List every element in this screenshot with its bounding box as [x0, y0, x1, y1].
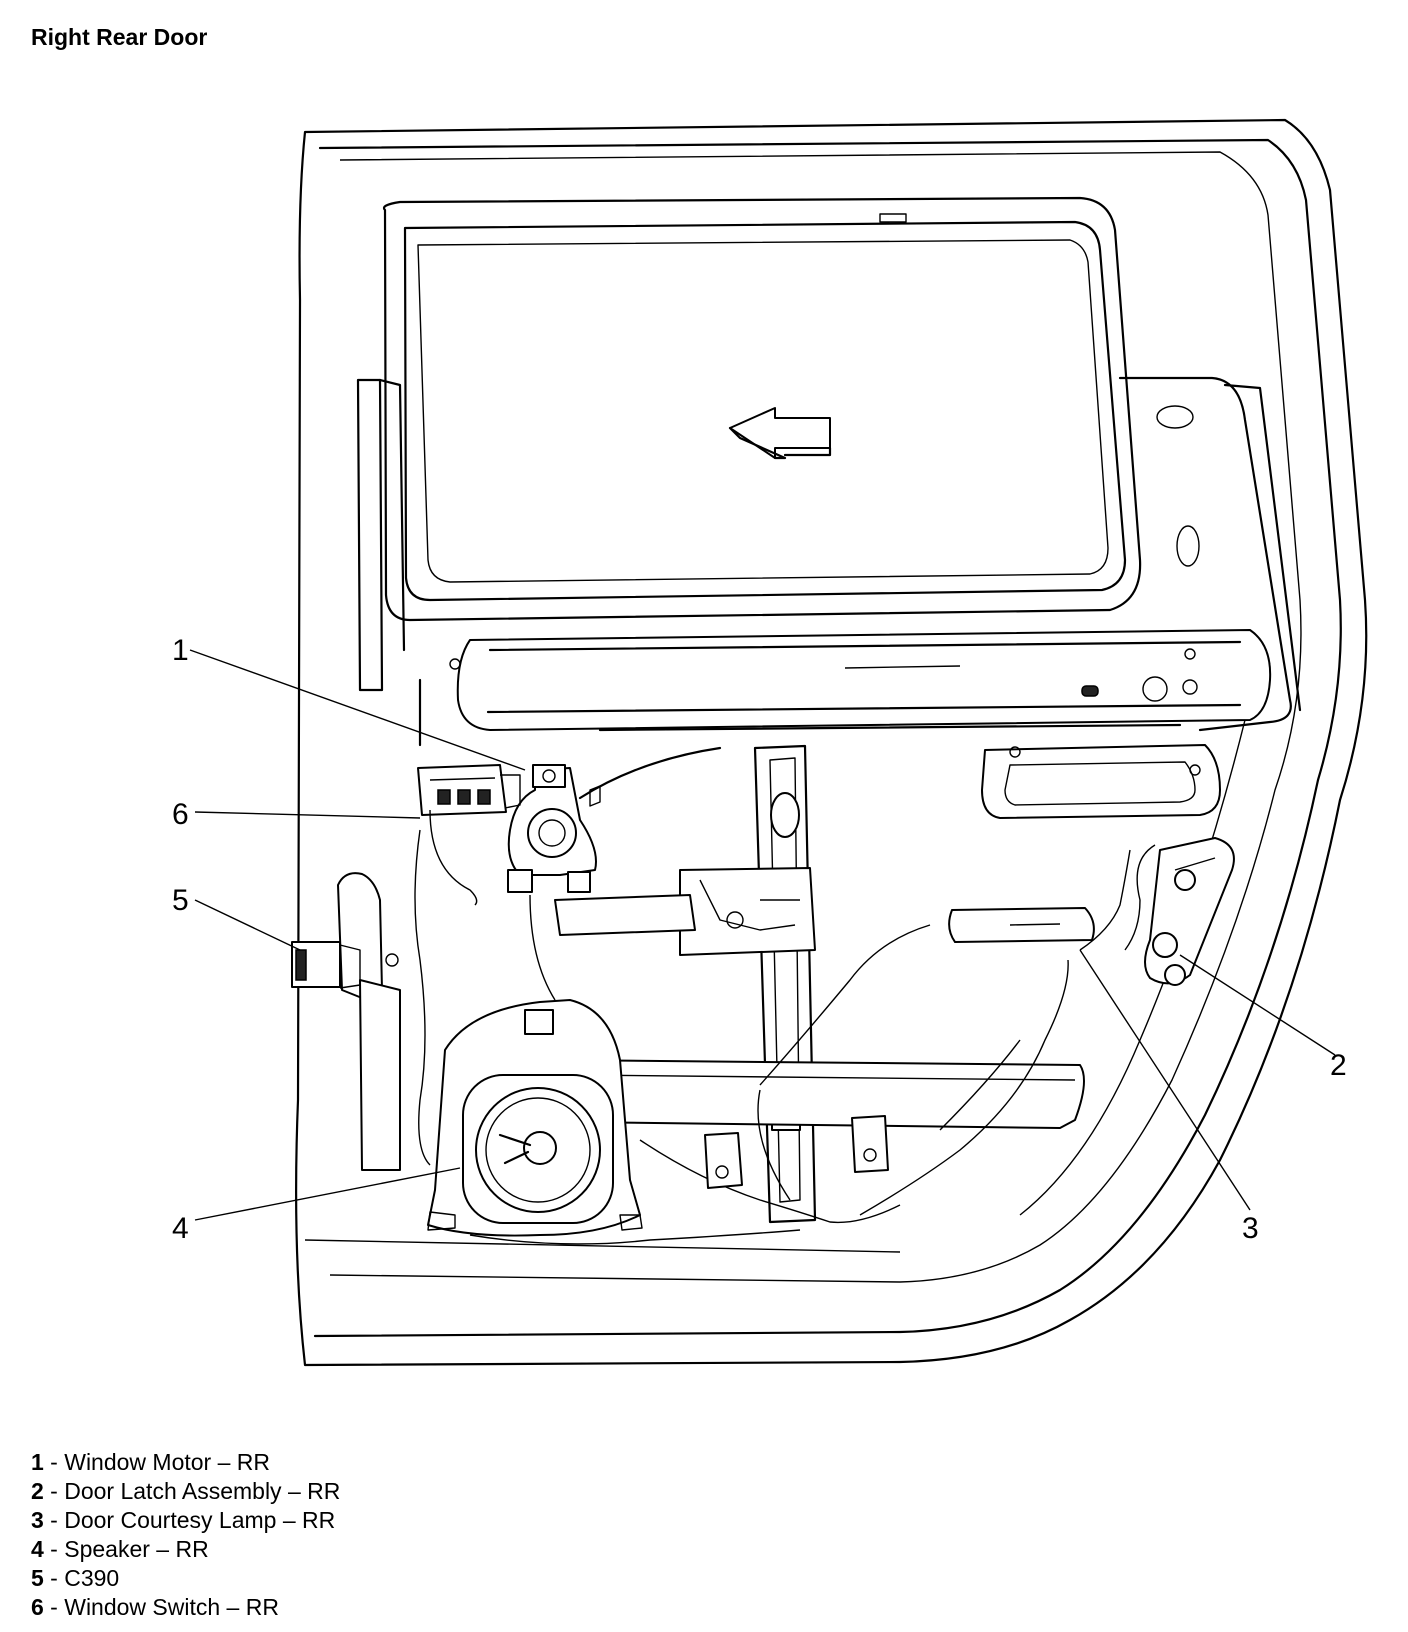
legend-number: 2 — [31, 1478, 44, 1504]
legend-text: - Door Courtesy Lamp – RR — [43, 1507, 336, 1533]
callout-3: 3 — [1242, 1212, 1259, 1245]
window-regulator-track — [753, 744, 817, 1224]
legend-number: 4 — [31, 1536, 44, 1562]
callout-4: 4 — [172, 1212, 189, 1245]
callout-5: 5 — [172, 884, 189, 917]
legend-number: 3 — [31, 1507, 44, 1533]
legend-text: - Window Switch – RR — [43, 1594, 279, 1620]
window-switch — [417, 764, 521, 816]
parts-legend: 1 - Window Motor – RR 2 - Door Latch Ass… — [31, 1448, 340, 1622]
regulator-bracket — [554, 867, 816, 956]
lower-regulator-brackets — [704, 1115, 889, 1189]
legend-item-window-motor: 1 - Window Motor – RR — [31, 1448, 340, 1477]
legend-text: - Speaker – RR — [43, 1536, 209, 1562]
legend-number: 6 — [31, 1594, 44, 1620]
callout-2: 2 — [1330, 1049, 1347, 1082]
lower-beam — [559, 1059, 1085, 1129]
legend-number: 5 — [31, 1565, 44, 1591]
legend-item-speaker: 4 - Speaker – RR — [31, 1535, 340, 1564]
door-courtesy-lamp — [948, 907, 1095, 943]
speaker — [427, 999, 643, 1237]
legend-item-courtesy-lamp: 3 - Door Courtesy Lamp – RR — [31, 1506, 340, 1535]
window-motor — [507, 746, 722, 893]
legend-text: - C390 — [43, 1565, 120, 1591]
door-latch-assembly — [1124, 837, 1235, 986]
callout-1: 1 — [172, 634, 189, 667]
door-inner-structure — [356, 376, 1302, 747]
wiring-harness — [414, 809, 1131, 1245]
leader-lines — [189, 649, 1336, 1221]
legend-text: - Door Latch Assembly – RR — [43, 1478, 341, 1504]
window-frame — [382, 196, 1142, 622]
callout-6: 6 — [172, 798, 189, 831]
door-panel-outline — [295, 118, 1368, 1367]
legend-item-window-switch: 6 - Window Switch – RR — [31, 1593, 340, 1622]
legend-item-c390: 5 - C390 — [31, 1564, 340, 1593]
legend-item-door-latch: 2 - Door Latch Assembly – RR — [31, 1477, 340, 1506]
diagram-title: Right Rear Door — [31, 24, 208, 50]
inside-handle — [981, 744, 1221, 819]
legend-number: 1 — [31, 1449, 44, 1475]
legend-text: - Window Motor – RR — [43, 1449, 271, 1475]
forward-arrow — [728, 407, 832, 460]
c390-connector — [291, 872, 401, 1171]
